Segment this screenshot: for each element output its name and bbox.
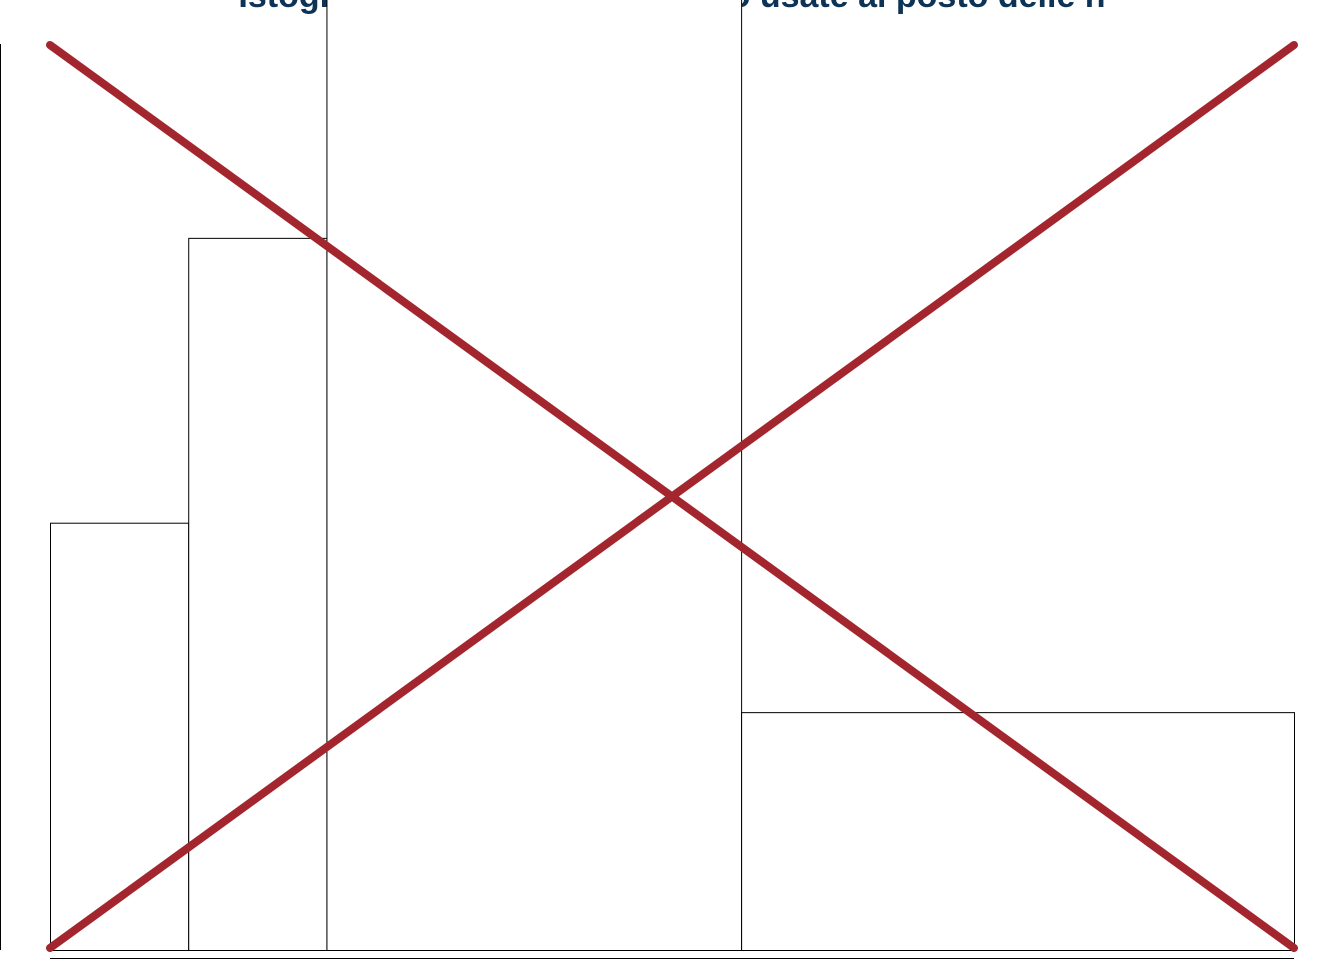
histogram-bar-1 (50, 522, 190, 951)
cross-line-ascending (46, 41, 1298, 952)
histogram-bar-3 (326, 0, 743, 952)
wrong-chart-cross (46, 41, 1298, 952)
bars-group (50, 0, 1295, 952)
axes-group (0, 44, 1294, 959)
histogram-bar-2 (188, 237, 328, 951)
